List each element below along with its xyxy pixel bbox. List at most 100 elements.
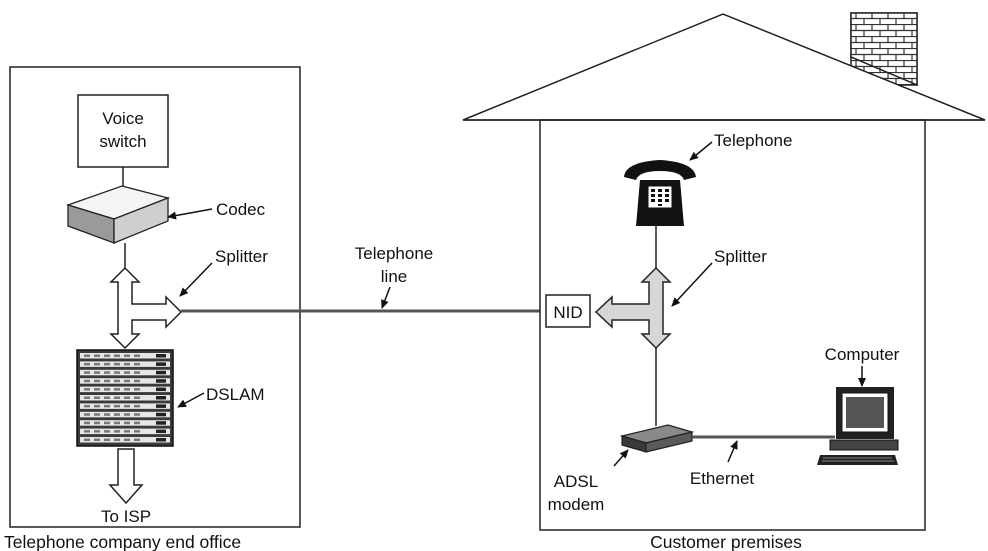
dslam-port [104, 354, 110, 357]
end-office: Voice switch Codec Splitter DSLAM To ISP… [4, 66, 301, 551]
dslam-port [114, 396, 120, 399]
adsl-modem-pointer [613, 449, 629, 467]
dslam-port [104, 438, 110, 441]
premises-splitter-pointer [671, 262, 713, 307]
dslam-rack [76, 349, 174, 447]
dslam-port [114, 388, 120, 391]
dslam-label: DSLAM [206, 385, 265, 404]
ethernet-label: Ethernet [690, 469, 755, 488]
dslam-indicator [156, 379, 166, 383]
dslam-port [94, 371, 100, 374]
dslam-port [114, 371, 120, 374]
dslam-port [124, 354, 130, 357]
dslam-port [134, 354, 140, 357]
telephone-line-pointer [381, 286, 391, 309]
dslam-port [94, 379, 100, 383]
dslam-port [104, 421, 110, 425]
premises-splitter [594, 266, 672, 350]
dslam-port [104, 362, 110, 366]
dslam-port [114, 404, 120, 408]
dslam-port [124, 371, 130, 374]
dslam-indicator [156, 387, 166, 392]
dslam-indicator [156, 404, 166, 408]
adsl-modem-label-line1: ADSL [554, 472, 598, 491]
dslam-port [104, 388, 110, 391]
office-splitter [109, 266, 183, 350]
office-splitter-label: Splitter [215, 247, 268, 266]
nid-label: NID [553, 303, 582, 322]
dslam-port [94, 404, 100, 408]
dslam-port [94, 430, 100, 433]
dslam-indicator [156, 362, 166, 366]
adsl-modem-label-line2: modem [548, 495, 605, 514]
telephone-label: Telephone [714, 131, 792, 150]
codec-pointer [167, 208, 213, 220]
dslam-port [114, 379, 120, 383]
dslam-port [94, 396, 100, 399]
telephone-pointer [689, 141, 713, 161]
dslam-port [94, 354, 100, 357]
customer-premises: Telephone Splitter NID ADSL modem Ethern… [462, 12, 986, 551]
dslam-port [84, 362, 90, 366]
to-isp-arrow [108, 448, 144, 505]
dslam-port [94, 421, 100, 425]
computer-icon [817, 387, 899, 465]
dslam-port [104, 371, 110, 374]
dslam-port [134, 438, 140, 441]
dslam-indicator [156, 421, 166, 425]
end-office-box [9, 66, 301, 528]
codec-device [65, 185, 171, 244]
dslam-port [124, 421, 130, 425]
dslam-port [124, 438, 130, 441]
dslam-indicator [156, 412, 166, 417]
dslam-port [84, 388, 90, 391]
dslam-port [94, 388, 100, 391]
dslam-port [134, 396, 140, 399]
dslam-port [84, 413, 90, 416]
dslam-port [84, 421, 90, 425]
telephone-icon [624, 160, 696, 226]
nid-box [545, 294, 591, 328]
telephone-line: Telephone line [181, 244, 540, 313]
dslam-port [84, 430, 90, 433]
dslam-port [84, 438, 90, 441]
telephone-line-label-line1: Telephone [355, 244, 433, 263]
dslam-port [124, 362, 130, 366]
dslam-port [114, 430, 120, 433]
to-isp-label: To ISP [101, 507, 151, 526]
dslam-port [124, 396, 130, 399]
dslam-indicator [156, 396, 166, 400]
dslam-port [104, 430, 110, 433]
dslam-pointer [177, 392, 205, 408]
premises-splitter-label: Splitter [714, 247, 767, 266]
end-office-caption: Telephone company end office [4, 532, 241, 551]
dslam-port [104, 379, 110, 383]
dslam-port [134, 404, 140, 408]
dslam-port [134, 371, 140, 374]
dslam-port [104, 396, 110, 399]
dslam-indicator [156, 370, 166, 375]
office-splitter-pointer [179, 262, 213, 297]
telephone-line-label-line2: line [381, 267, 407, 286]
chimney-overlap [850, 12, 918, 87]
dslam-indicator [156, 438, 166, 442]
dslam-port [104, 404, 110, 408]
dslam-port [84, 404, 90, 408]
computer-label: Computer [825, 345, 900, 364]
dslam-port [84, 354, 90, 357]
dslam-port [124, 413, 130, 416]
dslam-port [94, 362, 100, 366]
dslam-port [94, 413, 100, 416]
dslam-indicator [156, 429, 166, 434]
adsl-modem-device [619, 424, 695, 453]
dslam-port [104, 413, 110, 416]
voice-switch-label-line1: Voice [102, 109, 144, 128]
dslam-port [134, 421, 140, 425]
dslam-port [84, 379, 90, 383]
dslam-port [84, 371, 90, 374]
dslam-port [94, 438, 100, 441]
dslam-port [124, 404, 130, 408]
customer-premises-caption: Customer premises [650, 532, 802, 551]
dslam-port [114, 362, 120, 366]
